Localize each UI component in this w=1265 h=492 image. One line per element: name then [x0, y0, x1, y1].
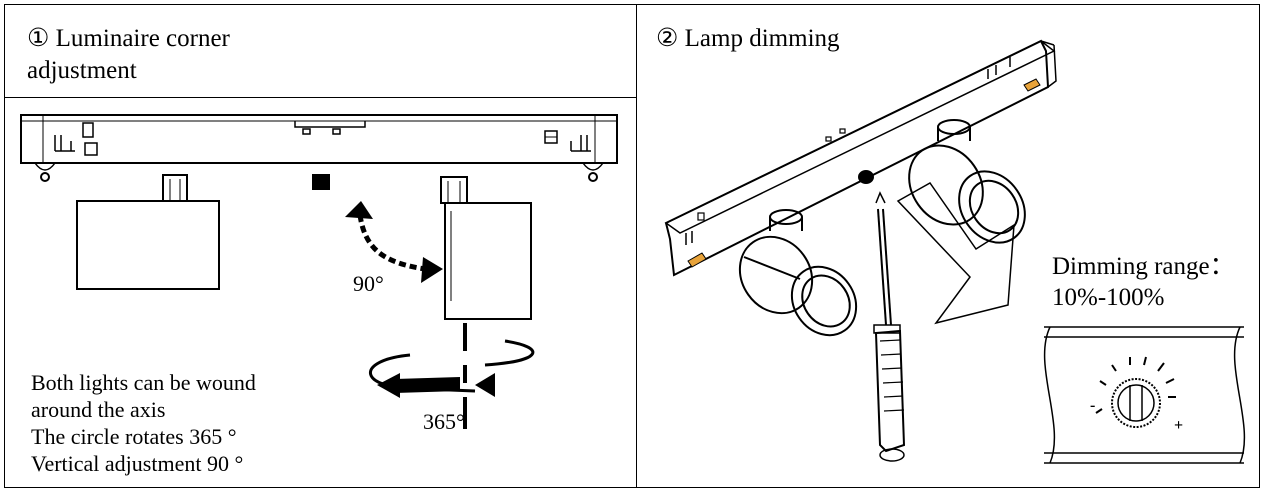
spot-left-back [738, 235, 814, 315]
end-clip-left [54, 135, 75, 152]
track-housing [20, 114, 618, 164]
angle-label-90: 90° [353, 271, 384, 296]
track-foot [588, 172, 598, 182]
panel-lamp-dimming: ② Lamp dimming [636, 5, 1259, 487]
rotation-arrow [484, 339, 535, 367]
vertical-adjust-arrow-head [421, 257, 443, 283]
slot [82, 122, 94, 138]
adjustment-notes: Both lights can be wound around the axis… [31, 369, 256, 477]
dial-plus-sign: + [1174, 417, 1184, 434]
panel-title-corner-adjustment: ① Luminaire corner adjustment [27, 23, 230, 87]
corner-adjustment-illustration [20, 114, 618, 429]
dial [1111, 378, 1161, 428]
dial-minus-sign: - [1090, 397, 1096, 414]
luminaire-left-body [76, 200, 220, 290]
angle-label-365: 365° [423, 409, 465, 434]
end-clip [685, 57, 1011, 245]
luminaire-right-stem [440, 176, 468, 204]
note-line: Both lights can be wound [31, 370, 256, 395]
spot-right-back [908, 144, 984, 226]
screwdriver-handle [874, 329, 906, 453]
dimming-range-line: 10%-100% [1052, 284, 1165, 311]
note-line: The circle rotates 365 ° [31, 424, 237, 449]
slot [839, 128, 846, 134]
spot-left-front [790, 265, 858, 337]
screwdriver-collar [873, 324, 901, 334]
dial-slot [1129, 385, 1143, 421]
spot-right-front [958, 170, 1026, 244]
note-line: Vertical adjustment 90 ° [31, 451, 244, 476]
dimmer-knob [858, 170, 874, 184]
slot [697, 212, 705, 221]
screwdriver-tip [875, 191, 886, 204]
dial-inner [1117, 384, 1155, 422]
rotation-arrow-bottom [377, 373, 460, 398]
top-notch [294, 121, 366, 128]
dial-box [1043, 326, 1246, 464]
pointer-arrow [896, 182, 1015, 325]
title-line: ② Lamp dimming [656, 25, 840, 52]
luminaire-right-body [444, 202, 532, 320]
perspective-track-side [1047, 44, 1057, 88]
dimming-range-line: Dimming range： [1052, 253, 1235, 280]
end-clip-right [570, 135, 591, 152]
dimmer-knob [312, 174, 330, 190]
title-line: adjustment [27, 57, 137, 84]
spot-right-lens [968, 179, 1020, 235]
track-foot-line [34, 162, 604, 171]
spot-right-stem-top [937, 119, 971, 135]
title-line: ① Luminaire corner [27, 25, 230, 52]
contact-pad [1023, 78, 1041, 92]
dial-ticks [1095, 356, 1176, 414]
rotation-arrow-head [475, 373, 495, 397]
spot-left-side [743, 256, 801, 280]
note-line: around the axis [31, 397, 166, 422]
slot [84, 142, 98, 156]
screwdriver-shaft [877, 208, 887, 326]
screwdriver-cap [879, 448, 905, 462]
vertical-adjust-arrow-head [345, 201, 373, 219]
screwdriver-grip [879, 339, 905, 412]
vertical-adjust-arrow [357, 214, 426, 272]
slot [332, 128, 341, 135]
slot [825, 136, 832, 142]
luminaire-left-stem [162, 174, 188, 202]
spot-right-stem [937, 127, 971, 141]
title-separator [5, 97, 636, 98]
contact-pad [687, 252, 707, 268]
track-foot [40, 172, 50, 182]
diagram-frame: ① Luminaire corner adjustment [4, 4, 1260, 488]
spot-left-stem [769, 217, 803, 231]
panel-title-lamp-dimming: ② Lamp dimming [656, 23, 840, 55]
perspective-track-end [1040, 40, 1055, 46]
spot-left-lens [801, 274, 851, 328]
lamp-dimming-illustration [664, 39, 1246, 464]
screwdriver-shaft-2 [882, 208, 892, 326]
spot-left-stem-top [769, 209, 803, 225]
slot [302, 128, 311, 135]
dimming-range-label: Dimming range： 10%-100% [1052, 251, 1235, 313]
panel-corner-adjustment: ① Luminaire corner adjustment [5, 5, 637, 487]
